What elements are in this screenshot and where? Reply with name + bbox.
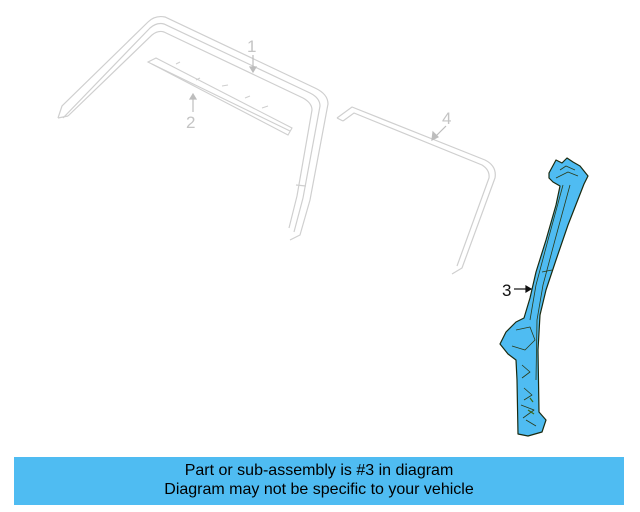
part-3-windshield-pillar[interactable] [499,157,589,437]
part-4-side-molding[interactable] [336,106,496,275]
callout-2: 2 [186,113,195,132]
parts-diagram: 1 2 4 3 [57,15,589,437]
callout-1-arrow-icon [248,55,258,74]
part-2-header-trim[interactable] [146,57,293,136]
callout-1: 1 [247,37,256,56]
caption-line-2: Diagram may not be specific to your vehi… [164,481,474,498]
callout-2-arrow-icon [188,92,198,112]
caption-line-1: Part or sub-assembly is #3 in diagram [184,462,454,479]
caption-bar: Part or sub-assembly is #3 in diagram Di… [14,457,624,505]
callout-3-arrow-icon [514,284,533,294]
part-1-windshield-molding[interactable] [57,15,329,241]
callout-4: 4 [442,109,451,128]
callout-4-arrow-icon [431,125,447,142]
callout-3: 3 [502,281,511,300]
